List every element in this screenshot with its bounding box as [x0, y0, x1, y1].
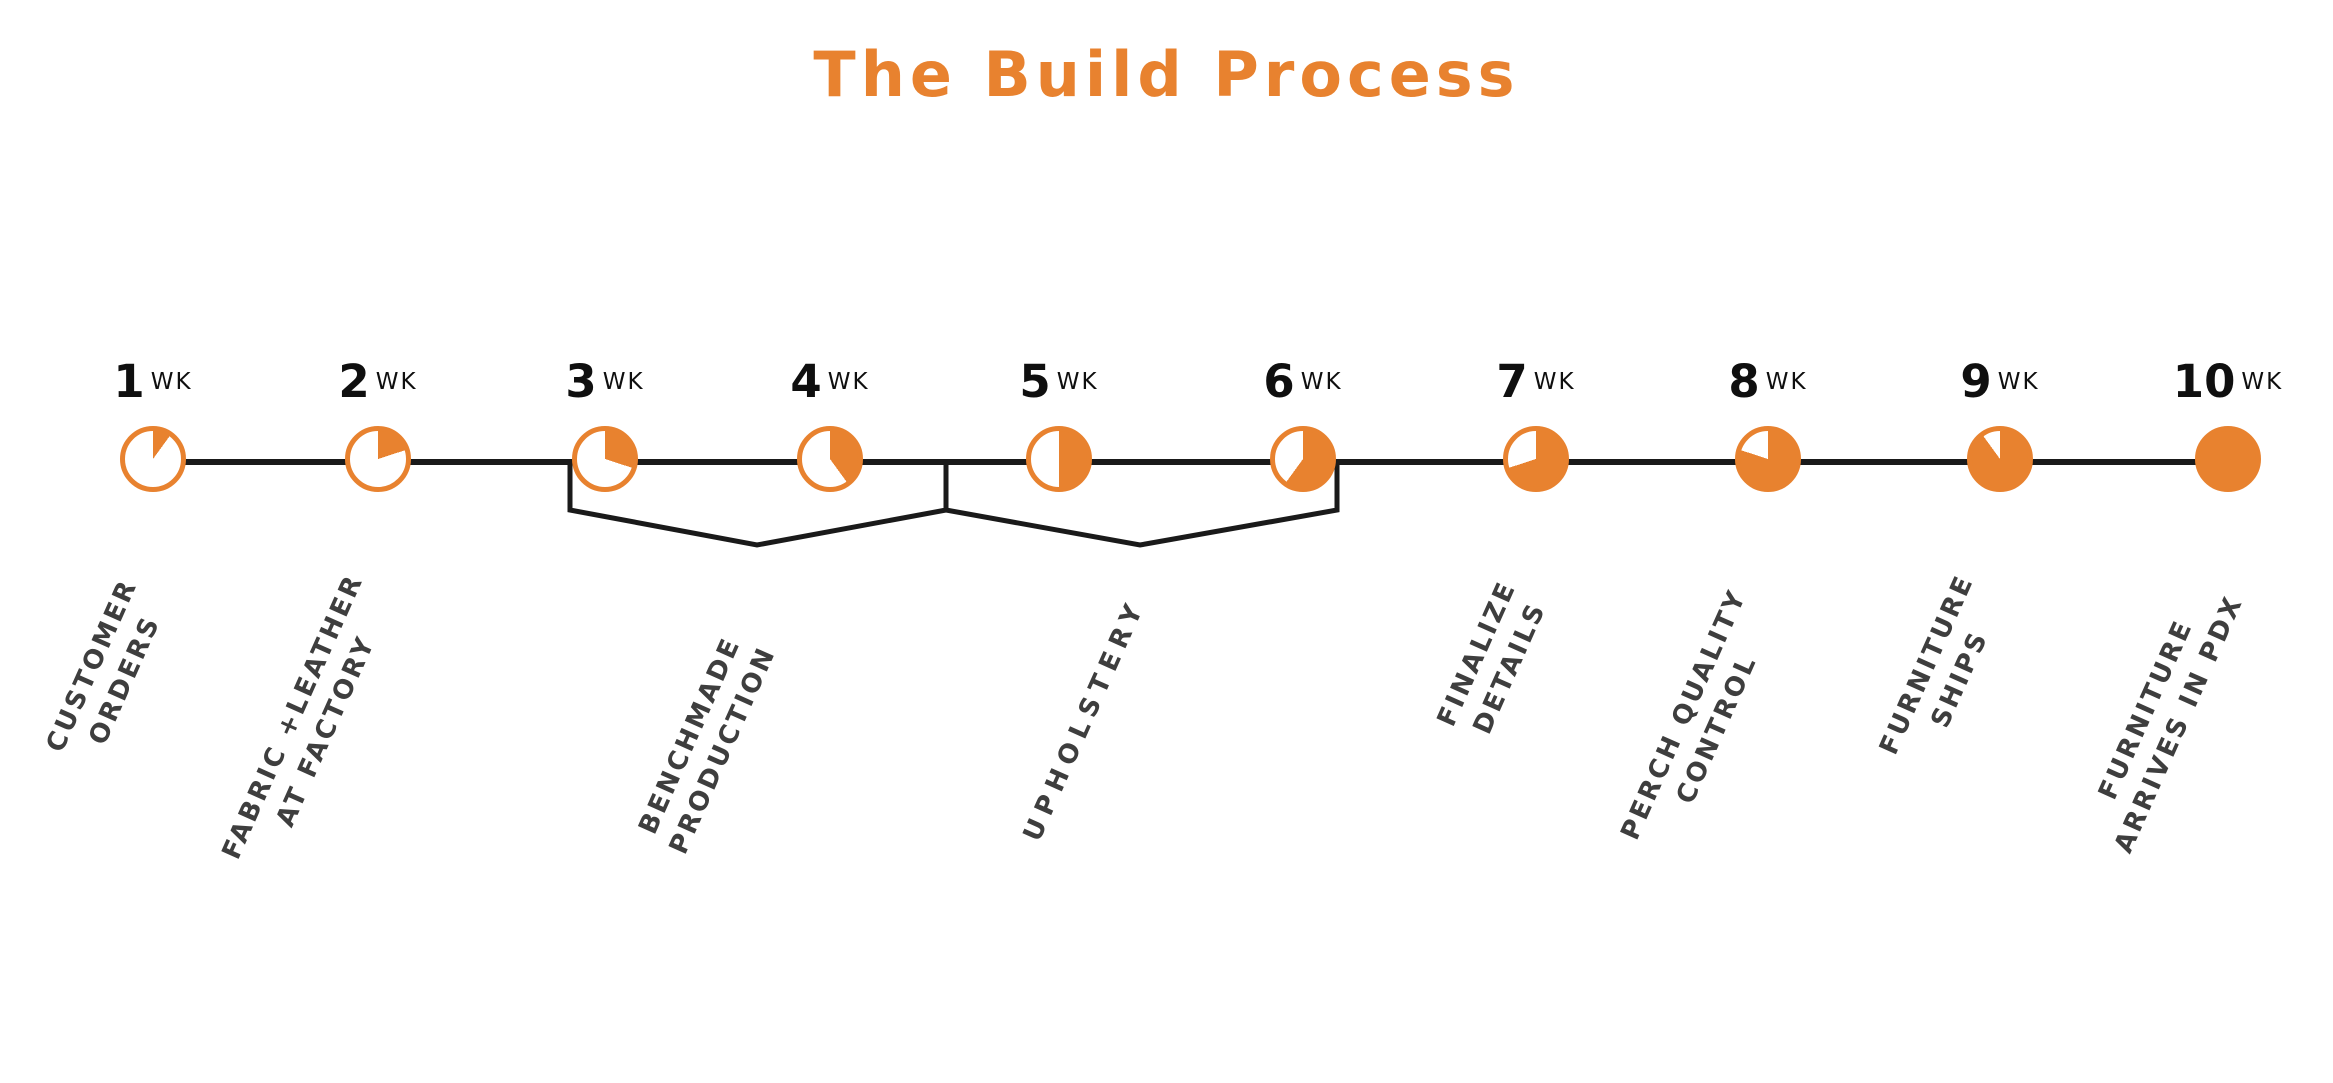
week-number: 5	[1019, 354, 1051, 408]
week-unit: WK	[1533, 369, 1576, 395]
progress-pie-icon	[120, 426, 186, 492]
stage-label-text: FINALIZE DETAILS	[1431, 576, 1553, 739]
stage-label-text: BENCHMADE PRODUCTION	[633, 632, 783, 859]
week-1-label: 1 WK	[113, 357, 192, 405]
week-4-label: 4 WK	[790, 357, 869, 405]
week-unit: WK	[150, 369, 193, 395]
week-unit: WK	[602, 369, 645, 395]
week-8-label: 8 WK	[1728, 357, 1807, 405]
stage-label-text: FURNITURE SHIPS	[1874, 569, 1996, 760]
week-2-label: 2 WK	[338, 357, 417, 405]
week-number: 3	[565, 354, 597, 408]
week-10-label: 10 WK	[2173, 357, 2283, 405]
week-3-label: 3 WK	[565, 357, 644, 405]
week-6-marker: 6 WK	[1237, 357, 1369, 492]
week-unit: WK	[1765, 369, 1808, 395]
week-6-label: 6 WK	[1263, 357, 1342, 405]
stage-label-text: FURNITURE ARRIVES IN PDX	[2093, 590, 2250, 858]
week-number: 9	[1960, 354, 1992, 408]
week-unit: WK	[2241, 369, 2284, 395]
stage-label-text: CUSTOMER ORDERS	[40, 574, 168, 757]
week-unit: WK	[1056, 369, 1099, 395]
week-5-label: 5 WK	[1019, 357, 1098, 405]
week-number: 1	[113, 354, 145, 408]
page-title: The Build Process	[813, 38, 1520, 111]
week-5-marker: 5 WK	[993, 357, 1125, 492]
week-7-marker: 7 WK	[1470, 357, 1602, 492]
week-2-marker: 2 WK	[312, 357, 444, 492]
progress-pie-icon	[1967, 426, 2033, 492]
week-unit: WK	[827, 369, 870, 395]
progress-pie-icon	[572, 426, 638, 492]
week-4-marker: 4 WK	[764, 357, 896, 492]
week-number: 7	[1496, 354, 1528, 408]
progress-pie-icon	[797, 426, 863, 492]
week-1-marker: 1 WK	[87, 357, 219, 492]
week-7-label: 7 WK	[1496, 357, 1575, 405]
week-9-marker: 9 WK	[1934, 357, 2066, 492]
progress-pie-icon	[2195, 426, 2261, 492]
week-3-marker: 3 WK	[539, 357, 671, 492]
progress-pie-icon	[1503, 426, 1569, 492]
progress-pie-icon	[1026, 426, 1092, 492]
week-unit: WK	[375, 369, 418, 395]
week-10-marker: 10 WK	[2162, 357, 2294, 492]
week-9-label: 9 WK	[1960, 357, 2039, 405]
week-number: 8	[1728, 354, 1760, 408]
progress-pie-icon	[345, 426, 411, 492]
stage-label-text: UPHOLSTERY	[1017, 594, 1152, 846]
stage-label-text: PERCH QUALITY CONTROL	[1615, 584, 1764, 845]
stage-label-text: FABRIC +LEATHER AT FACTORY	[216, 569, 383, 864]
progress-pie-icon	[1735, 426, 1801, 492]
week-number: 6	[1263, 354, 1295, 408]
week-unit: WK	[1300, 369, 1343, 395]
week-unit: WK	[1997, 369, 2040, 395]
week-number: 4	[790, 354, 822, 408]
week-8-marker: 8 WK	[1702, 357, 1834, 492]
week-number: 10	[2172, 354, 2236, 408]
progress-pie-icon	[1270, 426, 1336, 492]
week-number: 2	[338, 354, 370, 408]
